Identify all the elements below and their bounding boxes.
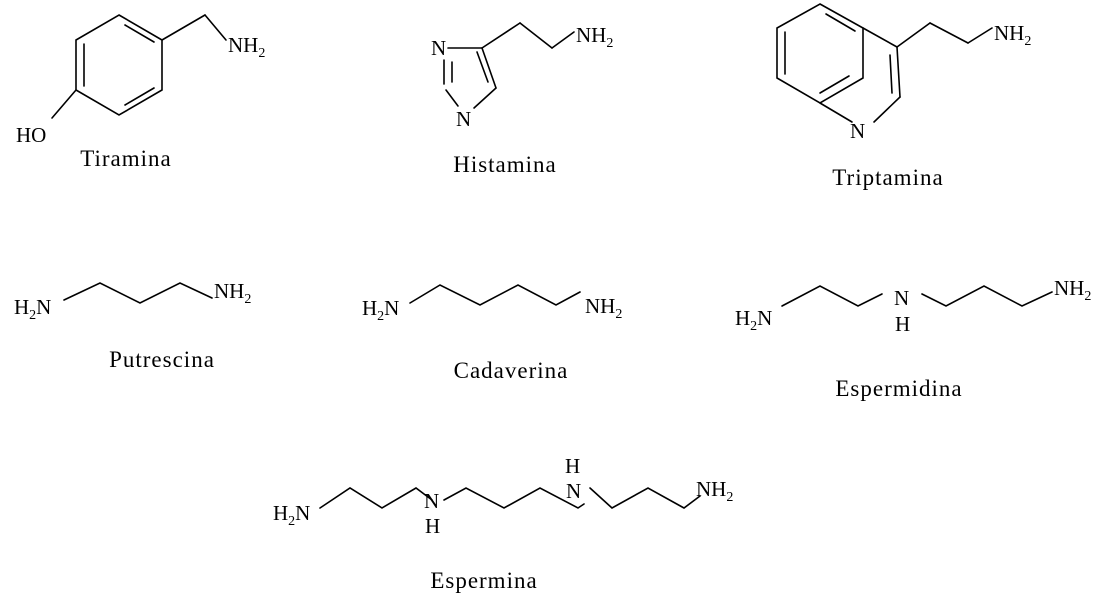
double-bond xyxy=(124,24,155,43)
benzene-ring xyxy=(776,3,864,104)
chain-bond xyxy=(896,22,931,48)
name-cadaverina: Cadaverina xyxy=(454,358,569,383)
double-bond xyxy=(476,51,489,83)
secondary-amine-1-n-label: N xyxy=(424,489,439,513)
double-bond xyxy=(819,75,850,94)
carbon-chain-2 xyxy=(443,487,585,509)
amine-left-label: H2N xyxy=(735,306,772,334)
ring-bond xyxy=(445,89,459,107)
name-triptamina: Triptamina xyxy=(832,165,943,190)
bond-ring-ch2 xyxy=(161,14,206,41)
amine-label: NH2 xyxy=(576,23,613,51)
chain-bond xyxy=(519,22,553,49)
secondary-amine-h-label: H xyxy=(895,312,910,336)
carbon-chain xyxy=(409,284,581,306)
chain-bond xyxy=(551,31,575,49)
ring-bond xyxy=(473,87,497,109)
secondary-amine-n-label: N xyxy=(894,286,909,310)
chain-bond xyxy=(929,22,969,44)
amine-left-label: H2N xyxy=(362,296,399,324)
name-espermidina: Espermidina xyxy=(835,376,962,401)
chain-bond xyxy=(481,22,521,49)
ring-bond xyxy=(481,47,497,89)
amine-right-label: NH2 xyxy=(1054,276,1091,304)
double-bond xyxy=(124,87,155,106)
name-putrescina: Putrescina xyxy=(109,347,215,372)
amine-right-label: NH2 xyxy=(696,477,733,505)
carbon-chain-3 xyxy=(589,487,701,509)
name-histamina: Histamina xyxy=(453,152,557,177)
carbon-chain-right xyxy=(921,285,1053,307)
amine-left-label: H2N xyxy=(14,295,51,323)
amine-right-label: NH2 xyxy=(214,279,251,307)
carbon-chain-1 xyxy=(319,487,433,509)
amine-label: NH2 xyxy=(994,21,1031,49)
molecule-espermidina: H2N N H NH2 Espermidina xyxy=(735,276,1091,401)
carbon-chain-left xyxy=(781,285,883,307)
molecule-tiramina: NH2 HO Tiramina xyxy=(16,14,265,171)
pyrrole-bond xyxy=(862,27,898,48)
bond-ch2-n xyxy=(204,14,227,41)
benzene-ring xyxy=(75,14,163,116)
ring-nitrogen-label: N xyxy=(431,36,446,60)
pyrrole-bond xyxy=(819,102,853,123)
chain-bond xyxy=(967,27,993,44)
double-bond xyxy=(889,54,893,94)
pyrrole-bond xyxy=(873,96,901,123)
name-espermina: Espermina xyxy=(430,568,537,593)
double-bond xyxy=(825,13,856,32)
amine-right-label: NH2 xyxy=(585,294,622,322)
molecule-putrescina: H2N NH2 Putrescina xyxy=(14,279,251,372)
indole-nitrogen-label: N xyxy=(850,119,865,143)
name-tiramina: Tiramina xyxy=(80,146,172,171)
amine-left-label: H2N xyxy=(273,501,310,529)
carbon-chain xyxy=(63,282,213,304)
molecule-espermina: H2N N H H N NH2 Espermina xyxy=(273,454,733,593)
ring-nitrogen-label: N xyxy=(456,107,471,131)
secondary-amine-2-n-label: N xyxy=(566,479,581,503)
molecule-histamina: N N NH2 Histamina xyxy=(431,22,613,177)
hydroxyl-label: HO xyxy=(16,123,46,147)
molecule-cadaverina: H2N NH2 Cadaverina xyxy=(362,284,622,383)
pyrrole-bond xyxy=(896,46,901,98)
secondary-amine-1-h-label: H xyxy=(425,514,440,538)
secondary-amine-2-h-label: H xyxy=(565,454,580,478)
molecule-triptamina: N NH2 Triptamina xyxy=(776,3,1031,190)
bond-ring-o xyxy=(51,89,77,119)
amine-label: NH2 xyxy=(228,33,265,61)
